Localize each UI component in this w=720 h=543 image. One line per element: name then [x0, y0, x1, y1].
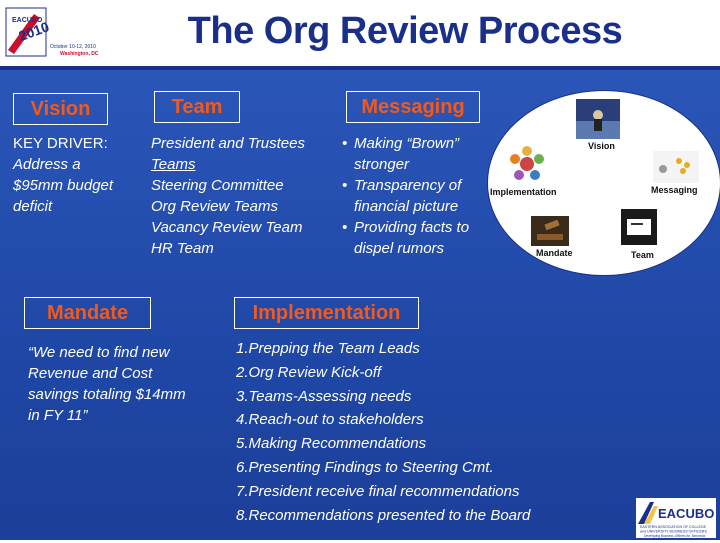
implementation-list: 1.Prepping the Team Leads 2.Org Review K… [236, 337, 626, 527]
team-line: Vacancy Review Team [151, 219, 303, 236]
header-divider [0, 66, 720, 70]
logo-location: Washington, DC [60, 51, 99, 57]
team-line: HR Team [151, 240, 214, 257]
team-line: Steering Committee [151, 177, 284, 194]
implementation-step: 6.Presenting Findings to Steering Cmt. [236, 458, 494, 476]
team-image-icon [621, 209, 657, 245]
implementation-cycle-icon [510, 146, 544, 180]
team-line: Teams [151, 156, 196, 173]
vision-line: $95mm budget [13, 177, 114, 194]
implementation-step: 7.President receive final recommendation… [236, 482, 520, 500]
diagram-messaging-label: Messaging [651, 185, 698, 195]
mandate-line: Revenue and Cost [28, 365, 153, 382]
diagram-team-label: Team [631, 250, 654, 260]
eacubo-name: EACUBO [658, 506, 714, 521]
vision-label: Vision [13, 93, 108, 125]
messaging-image-icon [653, 151, 699, 183]
messaging-label: Messaging [346, 91, 480, 123]
header: EACUBO 2010 October 10-12, 2010 Washingt… [0, 0, 720, 70]
implementation-step: 1.Prepping the Team Leads [236, 340, 420, 357]
eacubo-logo-icon: EACUBO EASTERN ASSOCIATION OF COLLEGE an… [638, 502, 714, 538]
messaging-list: Making “Brown”stronger Transparency offi… [342, 133, 492, 259]
implementation-step: 4.Reach-out to stakeholders [236, 411, 424, 429]
mandate-line: “We need to find new [28, 344, 170, 361]
process-diagram: Vision Implementation Messaging Mandate … [487, 90, 720, 276]
mandate-label: Mandate [24, 297, 151, 329]
vision-line: KEY DRIVER: [13, 135, 108, 152]
gavel-icon [531, 216, 569, 246]
implementation-step: 8.Recommendations presented to the Board [236, 506, 531, 524]
logo-dates: October 10-12, 2010 [50, 44, 96, 50]
team-line: President and Trustees [151, 135, 305, 152]
eacubo-footer-logo: EACUBO EASTERN ASSOCIATION OF COLLEGE an… [636, 498, 716, 538]
diagram-mandate-label: Mandate [536, 248, 573, 258]
vision-text: KEY DRIVER: Address a $95mm budget defic… [13, 133, 153, 217]
team-text: President and Trustees Teams Steering Co… [151, 133, 331, 259]
eacubo-line1: EASTERN ASSOCIATION OF COLLEGE [640, 525, 707, 529]
implementation-step: 2.Org Review Kick-off [236, 363, 382, 381]
vision-line: deficit [13, 198, 53, 215]
diagram-vision-label: Vision [588, 141, 615, 151]
vision-image-icon [576, 99, 620, 139]
implementation-step: 5.Making Recommendations [236, 435, 427, 453]
eacubo-tagline: Developing Business Officers for Tomorro… [644, 534, 706, 538]
vision-line: Address a [13, 156, 81, 173]
implementation-step: 3.Teams-Assessing needs [236, 387, 412, 405]
messaging-item: Making “Brown”stronger [342, 133, 492, 175]
mandate-line: savings totaling $14mm [28, 386, 186, 403]
eacubo-line2: and UNIVERSITY BUSINESS OFFICERS [640, 530, 707, 534]
mandate-text: “We need to find new Revenue and Cost sa… [28, 342, 228, 426]
eacubo-2010-logo: EACUBO 2010 October 10-12, 2010 Washingt… [5, 7, 99, 57]
team-line: Org Review Teams [151, 198, 278, 215]
mandate-line: in FY 11” [28, 407, 88, 424]
implementation-label: Implementation [234, 297, 419, 329]
diagram-implementation-label: Implementation [490, 187, 557, 197]
page-title: The Org Review Process [187, 10, 623, 52]
logo-org: EACUBO [12, 17, 43, 24]
team-label: Team [154, 91, 240, 123]
